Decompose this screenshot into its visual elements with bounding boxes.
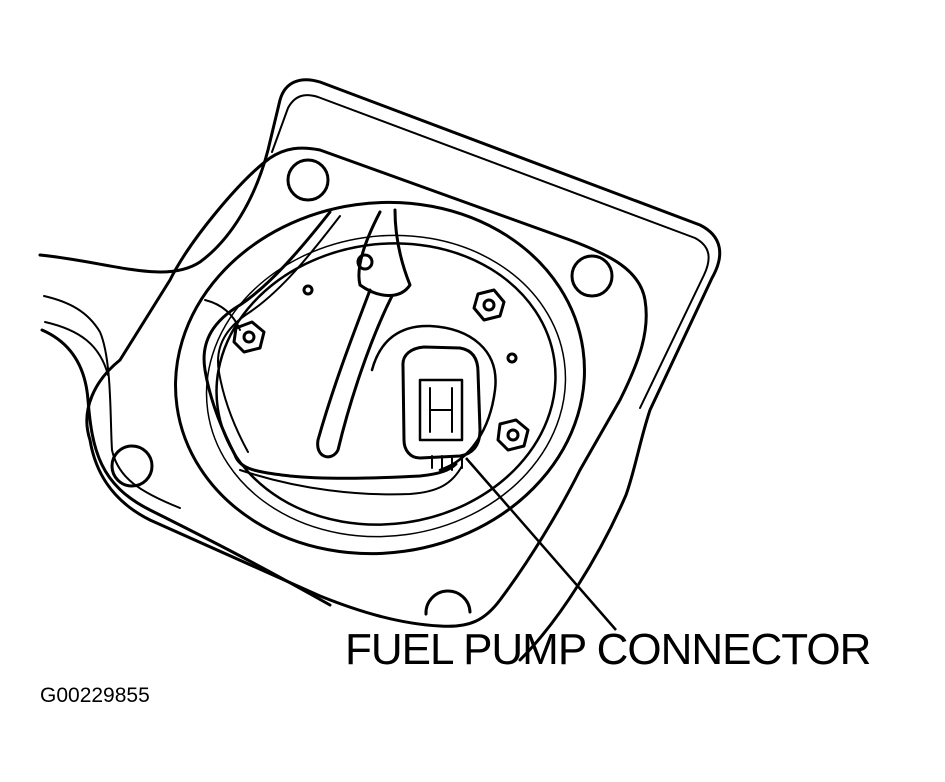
nut-top-right <box>472 288 506 322</box>
tank-panel-inner-edge <box>271 94 710 409</box>
fuel-hose <box>357 208 412 297</box>
left-flange-edge <box>43 295 181 509</box>
wire-harness <box>202 210 458 480</box>
connector-latch <box>418 378 464 442</box>
stud-small-1 <box>302 284 314 296</box>
connector-socket <box>370 324 497 472</box>
left-flange-edge-2 <box>44 321 109 376</box>
hose-clamp <box>356 253 374 271</box>
wire-harness-2 <box>217 215 463 496</box>
pump-flange-lip <box>205 234 567 538</box>
pump-flange-outer <box>174 200 586 556</box>
figure-id: G00229855 <box>40 684 150 707</box>
tank-panel-outline <box>38 78 722 662</box>
pump-flange-inner <box>215 242 557 526</box>
left-flange <box>40 328 332 607</box>
fuel-pump-connector <box>401 345 482 460</box>
nut-lower-right <box>496 418 530 452</box>
nut-left <box>232 320 266 354</box>
callout-leader-line <box>465 457 617 631</box>
bolt-hole-left <box>110 444 154 488</box>
connector-latch-detail <box>429 387 453 433</box>
bolt-hole-bottom <box>424 589 472 616</box>
callout-label: FUEL PUMP CONNECTOR <box>345 625 871 674</box>
stud-small-2 <box>506 352 518 364</box>
mounting-plate <box>85 146 648 628</box>
connector-pins <box>431 455 463 471</box>
bolt-hole-top <box>286 158 330 202</box>
fuel-tube <box>316 288 394 459</box>
bolt-hole-right <box>570 254 614 298</box>
